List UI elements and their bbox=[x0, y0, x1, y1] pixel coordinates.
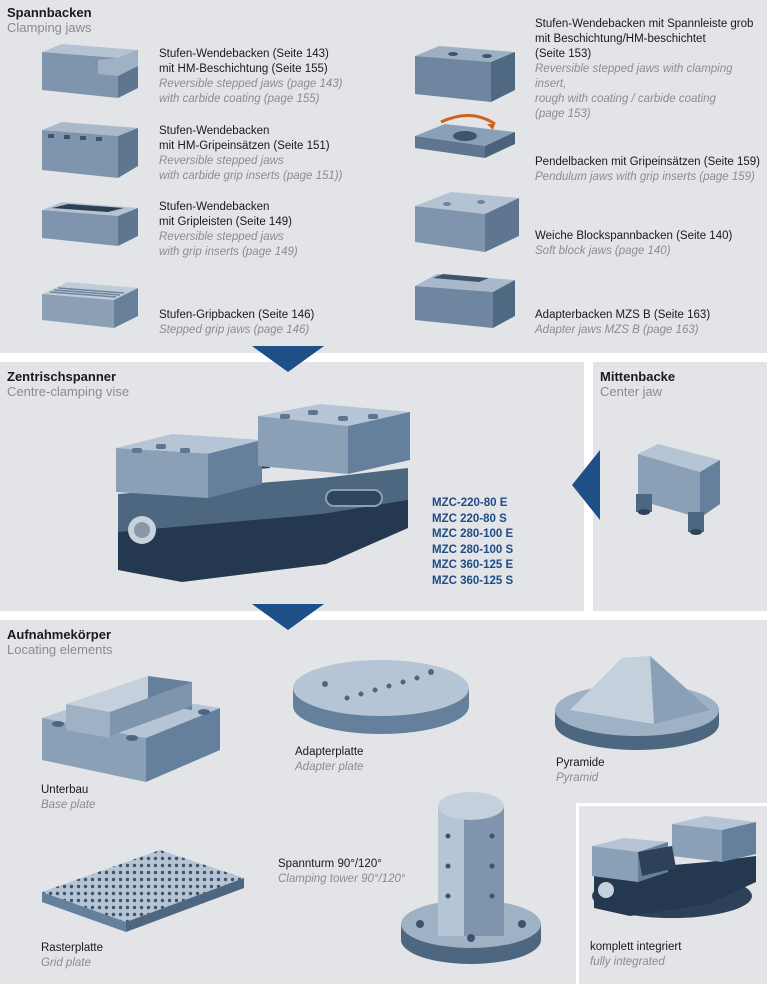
jaw-label-left-3: Stufen-Wendebacken mit Gripleisten (Seit… bbox=[159, 201, 298, 258]
locating-elements-subtitle: Locating elements bbox=[7, 642, 113, 657]
pyramid-image bbox=[555, 656, 719, 750]
clamping-tower-image bbox=[401, 792, 541, 964]
fully-integrated-image bbox=[592, 816, 756, 918]
stepped-grip-jaw-image bbox=[42, 282, 138, 328]
stepped-jaw-grip-inserts-image bbox=[42, 122, 138, 178]
stepped-jaw-coated-image bbox=[42, 44, 138, 98]
left-arrow bbox=[572, 450, 600, 520]
down-arrow-2 bbox=[252, 604, 324, 630]
jaw-label-right-4: Adapterbacken MZS B (Seite 163)Adapter j… bbox=[535, 309, 711, 336]
stepped-jaw-grip-strips-image bbox=[42, 202, 138, 246]
jaw-label-left-4: Stufen-Gripbacken (Seite 146)Stepped gri… bbox=[159, 309, 315, 336]
adapter-plate-image bbox=[293, 660, 469, 734]
soft-block-jaw-image bbox=[415, 192, 519, 252]
jaw-label-left-1: Stufen-Wendebacken (Seite 143) mit HM-Be… bbox=[159, 48, 343, 105]
jaw-label-right-2: Pendelbacken mit Gripeinsätzen (Seite 15… bbox=[535, 156, 761, 183]
vise-model: MZC 220-80 S bbox=[432, 512, 507, 525]
vise-model: MZC-220-80 E bbox=[432, 497, 508, 509]
centre-vise-subtitle: Centre-clamping vise bbox=[7, 384, 130, 399]
vise-model: MZC 360-125 S bbox=[432, 574, 514, 587]
stepped-jaw-clamping-insert-image bbox=[415, 46, 515, 102]
vise-model: MZC 280-100 E bbox=[432, 528, 514, 540]
centre-clamping-vise-image bbox=[116, 404, 410, 582]
clamping-tower-label: Spannturm 90°/120°Clamping tower 90°/120… bbox=[278, 858, 406, 885]
pendulum-jaw-image bbox=[415, 114, 515, 158]
jaw-label-right-3: Weiche Blockspannbacken (Seite 140)Soft … bbox=[535, 230, 733, 257]
vise-model: MZC 360-125 E bbox=[432, 559, 514, 571]
jaw-label-left-2: Stufen-Wendebacken mit HM-Gripeinsätzen … bbox=[159, 125, 343, 182]
center-jaw-image bbox=[636, 444, 720, 535]
vise-model-list: MZC-220-80 E MZC 220-80 S MZC 280-100 E … bbox=[432, 496, 513, 589]
adapter-jaw-image bbox=[415, 274, 515, 328]
clamping-jaws-title: Spannbacken bbox=[7, 5, 92, 20]
vise-model: MZC 280-100 S bbox=[432, 543, 514, 556]
center-jaw-subtitle: Center jaw bbox=[600, 384, 663, 399]
clamping-jaws-subtitle: Clamping jaws bbox=[7, 20, 92, 35]
centre-vise-title: Zentrischspanner bbox=[7, 369, 117, 384]
jaw-label-right-1: Stufen-Wendebacken mit Spannleiste grob … bbox=[535, 18, 754, 120]
locating-elements-title: Aufnahmekörper bbox=[7, 627, 112, 642]
grid-plate-image bbox=[42, 850, 244, 932]
down-arrow-1 bbox=[252, 346, 324, 372]
base-plate-image bbox=[42, 676, 220, 782]
center-jaw-title: Mittenbacke bbox=[600, 369, 676, 384]
